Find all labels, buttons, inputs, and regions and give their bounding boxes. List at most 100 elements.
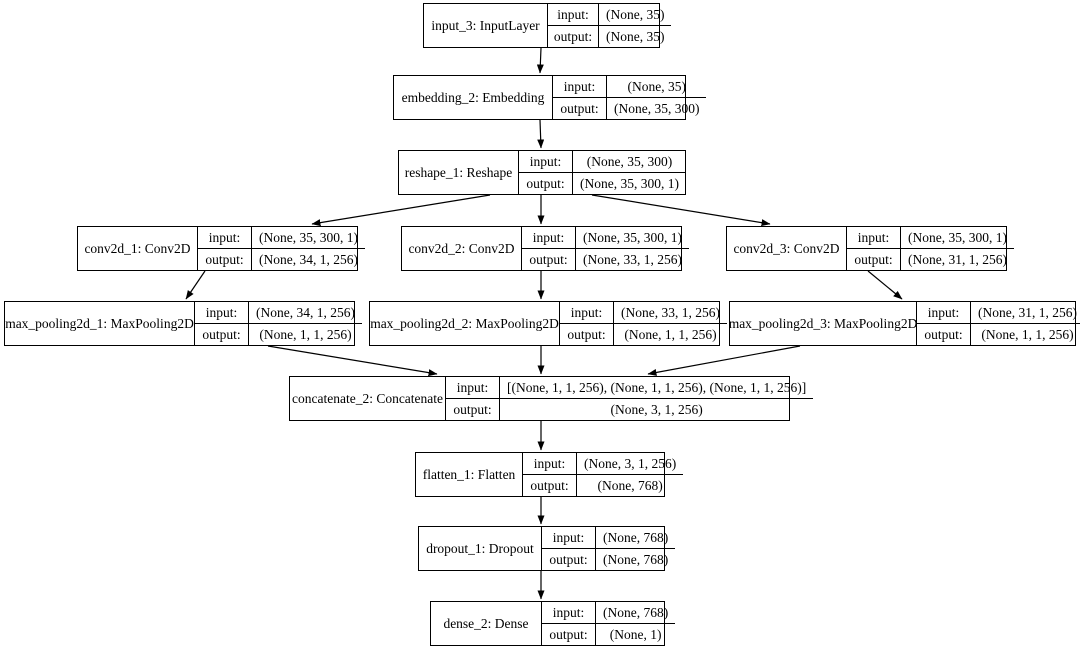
- node-output-row-concatenate_2: output: (None, 3, 1, 256): [446, 399, 813, 420]
- node-io-max_pooling2d_1: input:(None, 34, 1, 256)output:(None, 1,…: [194, 302, 362, 345]
- node-label-input_3: input_3: InputLayer: [431, 17, 540, 33]
- output-label: output:: [924, 326, 963, 342]
- node-max_pooling2d_3[interactable]: max_pooling2d_3: MaxPooling2D input: (None…: [728, 301, 1080, 346]
- node-io-input_3: input: (None, 35) output: (None, 35): [547, 4, 672, 47]
- node-label-concatenate_2: concatenate_2: Concatenate: [291, 390, 444, 406]
- input-label: input:: [533, 455, 566, 471]
- input-shape-dense_2: (None, 768): [595, 602, 675, 623]
- node-output-row-max_pooling2d_1: output:(None, 1, 1, 256): [195, 324, 362, 345]
- input-shape-reshape_1: (None, 35, 300): [572, 151, 686, 172]
- output-shape-conv2d_2: (None, 33, 1, 256): [575, 249, 689, 270]
- input-shape-conv2d_2: (None, 35, 300, 1): [575, 227, 689, 248]
- edge-embedding_2-to-reshape_1: [537, 119, 545, 149]
- output-shape-reshape_1: (None, 35, 300, 1): [572, 173, 686, 194]
- node-output-row-embedding_2: output:(None, 35, 300): [553, 98, 706, 119]
- input-label: input:: [927, 304, 960, 320]
- input-label: input:: [529, 153, 562, 169]
- node-output-row-dense_2: output: (None, 1): [542, 624, 675, 645]
- node-output-row-dropout_1: output: (None, 768): [542, 549, 675, 570]
- node-io-embedding_2: input:(None, 35)output:(None, 35, 300): [552, 76, 707, 119]
- node-conv2d_3[interactable]: conv2d_3: Conv2D input: (None, 35, 300, 1)…: [726, 226, 1014, 271]
- node-label-flatten_1: flatten_1: Flatten: [422, 466, 516, 482]
- node-input-row-conv2d_1: input:(None, 35, 300, 1): [198, 227, 365, 249]
- node-output-row-conv2d_2: output:(None, 33, 1, 256): [522, 249, 689, 270]
- node-embedding_2[interactable]: embedding_2: Embedding input:(None, 35)ou…: [393, 75, 707, 120]
- node-input-row-max_pooling2d_3: input: (None, 31, 1, 256): [917, 302, 1080, 324]
- output-label: output:: [854, 251, 893, 267]
- node-output-row-max_pooling2d_2: output:(None, 1, 1, 256): [560, 324, 727, 345]
- input-label: input:: [552, 604, 585, 620]
- node-input-row-dropout_1: input:(None, 768): [542, 527, 676, 549]
- node-label-embedding_2: embedding_2: Embedding: [401, 89, 545, 105]
- output-label: output:: [530, 477, 569, 493]
- output-label: output:: [567, 326, 606, 342]
- node-input-row-concatenate_2: input:[(None, 1, 1, 256), (None, 1, 1, 2…: [446, 377, 814, 399]
- node-input-row-flatten_1: input:(None, 3, 1, 256): [523, 453, 684, 475]
- node-label-dropout_1: dropout_1: Dropout: [426, 540, 534, 556]
- node-io-flatten_1: input:(None, 3, 1, 256) output: (None, 768…: [522, 453, 684, 496]
- input-shape-input_3: (None, 35): [598, 4, 671, 25]
- input-shape-embedding_2: (None, 35): [606, 76, 706, 97]
- edge-max_pooling2d_3-to-concatenate_2: [647, 345, 801, 376]
- node-io-dense_2: input: (None, 768) output: (None, 1): [541, 602, 676, 645]
- input-shape-max_pooling2d_3: (None, 31, 1, 256): [970, 302, 1080, 323]
- output-label: output:: [526, 175, 565, 191]
- node-io-concatenate_2: input:[(None, 1, 1, 256), (None, 1, 1, 2…: [445, 377, 814, 420]
- node-label-max_pooling2d_2: max_pooling2d_2: MaxPooling2D: [370, 315, 559, 331]
- node-io-conv2d_2: input: (None, 35, 300, 1)output:(None, 33…: [521, 227, 689, 270]
- node-input-row-embedding_2: input:(None, 35): [553, 76, 707, 98]
- node-input-row-dense_2: input: (None, 768): [542, 602, 676, 624]
- node-input-row-conv2d_2: input: (None, 35, 300, 1): [522, 227, 689, 249]
- node-flatten_1[interactable]: flatten_1: Flatten input:(None, 3, 1, 256…: [415, 452, 684, 497]
- output-label: output:: [453, 401, 492, 417]
- node-input-row-conv2d_3: input: (None, 35, 300, 1): [847, 227, 1014, 249]
- node-label-max_pooling2d_1: max_pooling2d_1: MaxPooling2D: [5, 315, 194, 331]
- node-label-reshape_1: reshape_1: Reshape: [404, 164, 513, 180]
- output-label: output:: [202, 326, 241, 342]
- input-label: input:: [532, 229, 565, 245]
- input-label: input:: [456, 379, 489, 395]
- input-shape-conv2d_3: (None, 35, 300, 1): [900, 227, 1014, 248]
- output-shape-conv2d_3: (None, 31, 1, 256): [900, 249, 1014, 270]
- node-input_3[interactable]: input_3: InputLayer input: (None, 35) outpu…: [423, 3, 672, 48]
- output-shape-concatenate_2: (None, 3, 1, 256): [499, 399, 813, 420]
- output-label: output:: [553, 28, 593, 44]
- input-label: input:: [205, 304, 238, 320]
- node-output-row-reshape_1: output: (None, 35, 300, 1): [519, 173, 686, 194]
- edge-max_pooling2d_1-to-concatenate_2: [267, 345, 438, 377]
- node-label-max_pooling2d_3: max_pooling2d_3: MaxPooling2D: [728, 315, 918, 331]
- input-label: input:: [570, 304, 603, 320]
- output-shape-flatten_1: (None, 768): [576, 475, 683, 496]
- node-label-conv2d_3: conv2d_3: Conv2D: [733, 240, 840, 256]
- node-io-max_pooling2d_3: input: (None, 31, 1, 256) output: (None, 1,…: [916, 302, 1080, 345]
- output-shape-dense_2: (None, 1): [595, 624, 675, 645]
- input-label: input:: [557, 6, 589, 22]
- edge-reshape_1-to-conv2d_3: [591, 194, 771, 227]
- input-label: input:: [208, 229, 241, 245]
- node-io-reshape_1: input: (None, 35, 300) output: (None, 35, 3…: [518, 151, 686, 194]
- edge-conv2d_1-to-max_pooling2d_1: [185, 270, 206, 300]
- node-output-row-conv2d_3: output: (None, 31, 1, 256): [847, 249, 1014, 270]
- edge-input_3-to-embedding_2: [536, 47, 544, 74]
- output-shape-dropout_1: (None, 768): [595, 549, 675, 570]
- node-io-conv2d_1: input:(None, 35, 300, 1)output:(None, 34…: [197, 227, 365, 270]
- node-input-row-reshape_1: input: (None, 35, 300): [519, 151, 686, 173]
- node-io-max_pooling2d_2: input:(None, 33, 1, 256)output:(None, 1,…: [559, 302, 727, 345]
- input-label: input:: [857, 229, 890, 245]
- output-shape-max_pooling2d_3: (None, 1, 1, 256): [970, 324, 1080, 345]
- output-label: output:: [549, 626, 588, 642]
- node-output-row-max_pooling2d_3: output: (None, 1, 1, 256): [917, 324, 1080, 345]
- node-input-row-max_pooling2d_1: input:(None, 34, 1, 256): [195, 302, 362, 324]
- output-label: output:: [549, 551, 588, 567]
- output-shape-input_3: (None, 35): [598, 26, 671, 47]
- node-output-row-flatten_1: output: (None, 768): [523, 475, 683, 496]
